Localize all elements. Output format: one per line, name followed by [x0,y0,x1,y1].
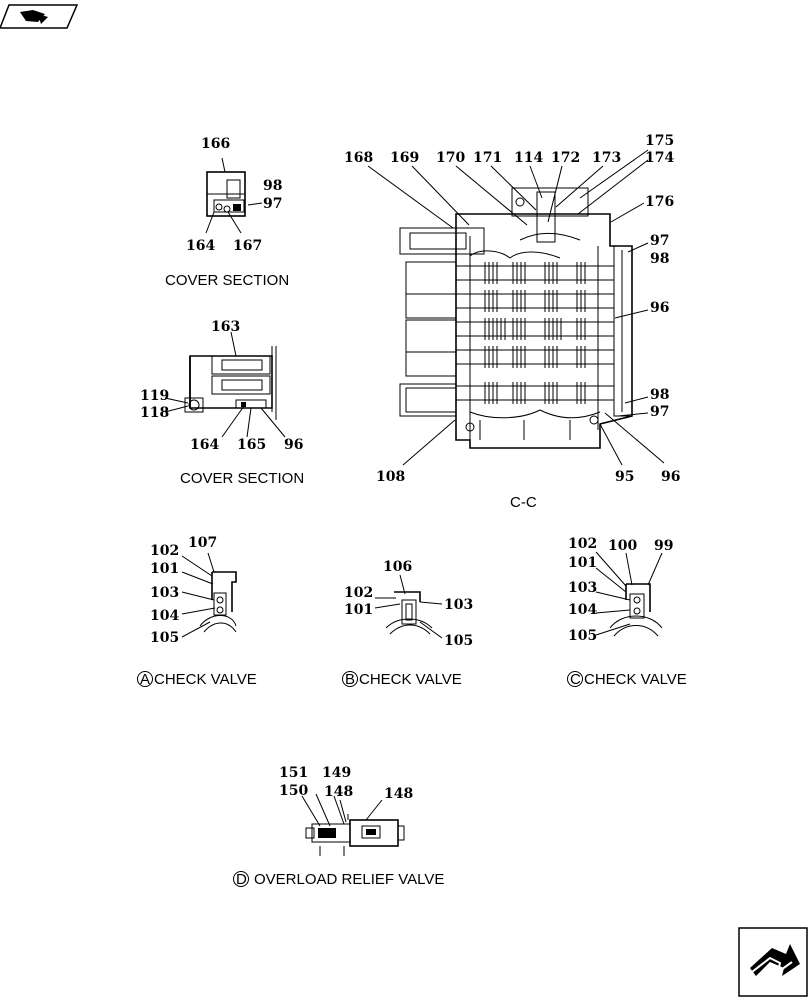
circled-letter-d: D [233,871,249,888]
part-label-170: 170 [436,150,465,166]
overload-relief-valve-drawing [301,793,405,856]
check-valve-b-drawing [374,574,443,639]
part-label-98: 98 [650,251,669,267]
part-label-148: 148 [324,784,353,800]
next-page-arrow-icon[interactable] [738,927,808,997]
part-label-164: 164 [186,238,215,254]
part-label-101: 101 [568,555,597,571]
part-label-96: 96 [650,300,669,316]
part-label-172: 172 [551,150,580,166]
part-label-173: 173 [592,150,621,166]
part-label-98: 98 [650,387,669,403]
part-label-176: 176 [645,194,674,210]
check-valve-b-caption: CHECK VALVE [359,671,462,688]
svg-text:A: A [140,671,150,688]
part-label-165: 165 [237,437,266,453]
part-label-101: 101 [344,602,373,618]
svg-text:B: B [345,671,355,688]
part-label-97: 97 [650,233,669,249]
part-label-103: 103 [150,585,179,601]
part-label-171: 171 [473,150,502,166]
part-label-100: 100 [608,538,637,554]
check-valve-c-caption: CHECK VALVE [584,671,687,688]
part-label-105: 105 [568,628,597,644]
part-label-106: 106 [383,559,412,575]
circled-letter-a: A [137,671,153,688]
part-label-150: 150 [279,783,308,799]
part-label-118: 118 [140,405,169,421]
part-label-98: 98 [263,178,282,194]
part-label-119: 119 [140,388,169,404]
check-valve-c-drawing [595,551,663,637]
part-label-99: 99 [654,538,673,554]
part-label-105: 105 [150,630,179,646]
overload-relief-valve-caption: OVERLOAD RELIEF VALVE [254,871,444,888]
part-label-103: 103 [568,580,597,596]
part-label-97: 97 [650,404,669,420]
check-valve-a-drawing [181,552,237,638]
part-label-169: 169 [390,150,419,166]
cover-section-2-drawing [164,331,286,438]
part-label-108: 108 [376,469,405,485]
part-label-149: 149 [322,765,351,781]
part-label-96: 96 [661,469,680,485]
part-label-102: 102 [344,585,373,601]
part-label-97: 97 [263,196,282,212]
part-label-167: 167 [233,238,262,254]
part-label-163: 163 [211,319,240,335]
part-label-168: 168 [344,150,373,166]
svg-text:C: C [570,671,581,688]
part-label-101: 101 [150,561,179,577]
part-label-102: 102 [568,536,597,552]
circled-letter-b: B [342,671,358,688]
cover-section-1-drawing [205,157,263,234]
part-label-175: 175 [645,133,674,149]
part-label-95: 95 [615,469,634,485]
part-label-174: 174 [645,150,674,166]
part-label-104: 104 [568,602,597,618]
check-valve-a-caption: CHECK VALVE [154,671,257,688]
part-label-104: 104 [150,608,179,624]
part-label-105: 105 [444,633,473,649]
part-label-96: 96 [284,437,303,453]
circled-letter-c: C [567,671,583,688]
cover-section-caption: COVER SECTION [165,272,289,289]
control-valve-section-drawing [367,149,665,466]
part-label-114: 114 [514,150,543,166]
part-label-166: 166 [201,136,230,152]
part-label-151: 151 [279,765,308,781]
part-label-102: 102 [150,543,179,559]
part-label-107: 107 [188,535,217,551]
cover-section-caption: COVER SECTION [180,470,304,487]
section-cc-caption: C-C [510,494,537,511]
part-label-164: 164 [190,437,219,453]
book-icon[interactable] [0,4,79,29]
svg-text:D: D [236,871,247,888]
part-label-148: 148 [384,786,413,802]
part-label-103: 103 [444,597,473,613]
